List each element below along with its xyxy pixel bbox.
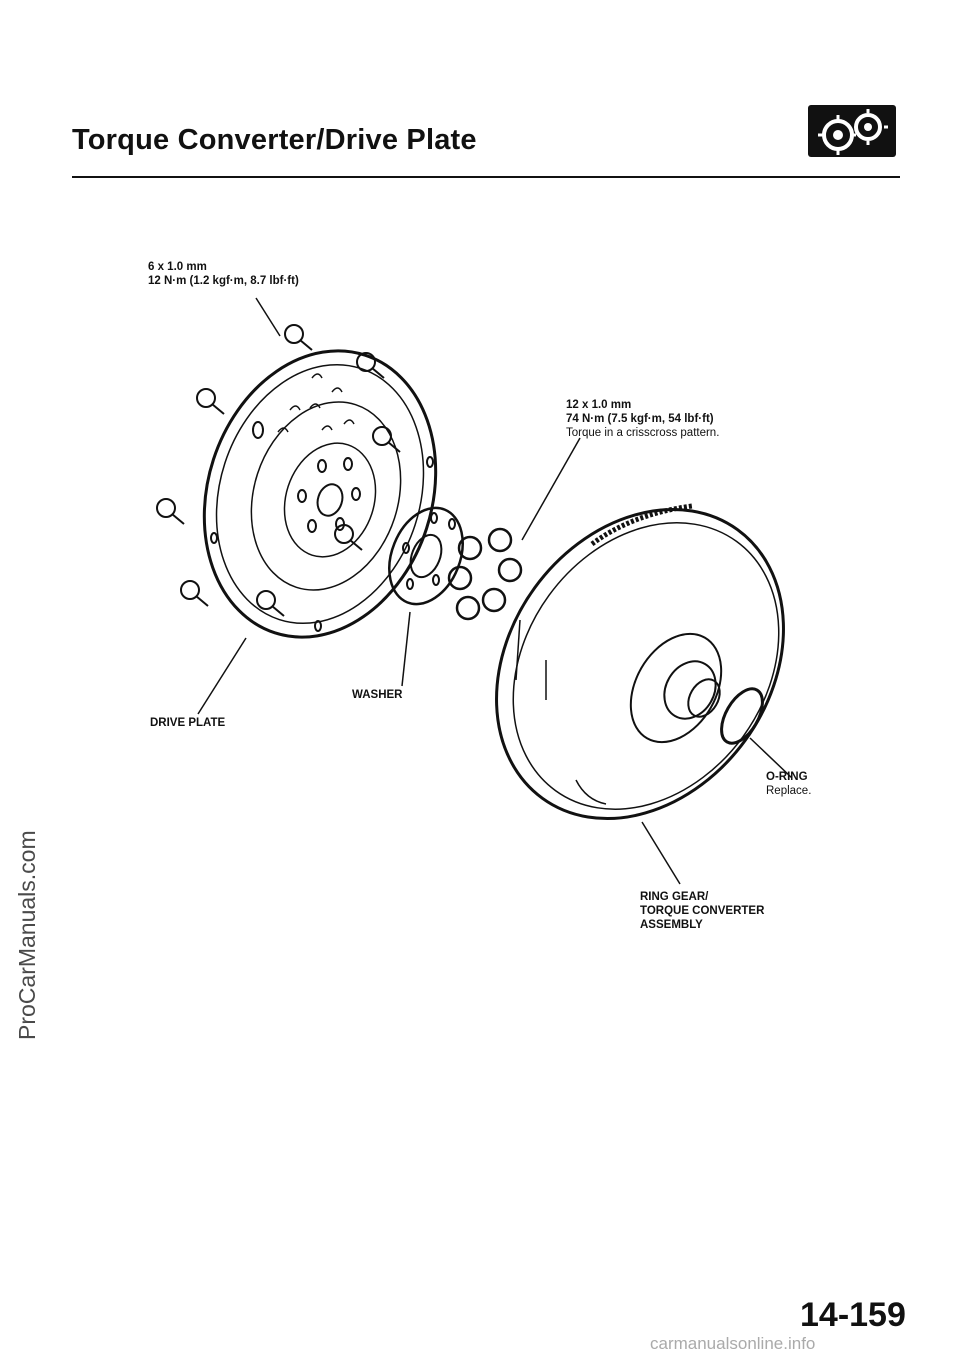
o-ring-note: Replace. [766,785,812,797]
washer [388,506,464,606]
small-bolt-size-label: 6 x 1.0 mm [148,261,207,273]
large-bolts [447,527,523,621]
page-number: 14-159 [800,1296,906,1334]
drive-plate-label: DRIVE PLATE [150,717,226,729]
o-ring [720,687,764,745]
title-rule [72,176,900,178]
leader-lines [197,297,793,885]
o-ring-label: O-RING [766,771,808,783]
large-bolt-note: Torque in a crisscross pattern. [566,427,720,439]
ring-gear-label-line3: ASSEMBLY [640,919,703,931]
small-bolts [156,324,401,617]
page-title: Torque Converter/Drive Plate [72,124,477,156]
torque-converter [495,503,785,821]
gears-logo-icon [808,105,896,157]
footer-site: carmanualsonline.info [650,1334,816,1353]
small-bolt-torque-label: 12 N·m (1.2 kgf·m, 8.7 lbf·ft) [148,275,299,287]
watermark: ProCarManuals.com [14,830,40,1040]
ring-gear-label-line2: TORQUE CONVERTER [640,905,765,917]
ring-gear-label-line1: RING GEAR/ [640,891,709,903]
large-bolt-torque-label: 74 N·m (7.5 kgf·m, 54 lbf·ft) [566,413,714,425]
large-bolt-size-label: 12 x 1.0 mm [566,399,632,411]
washer-label: WASHER [352,689,403,701]
